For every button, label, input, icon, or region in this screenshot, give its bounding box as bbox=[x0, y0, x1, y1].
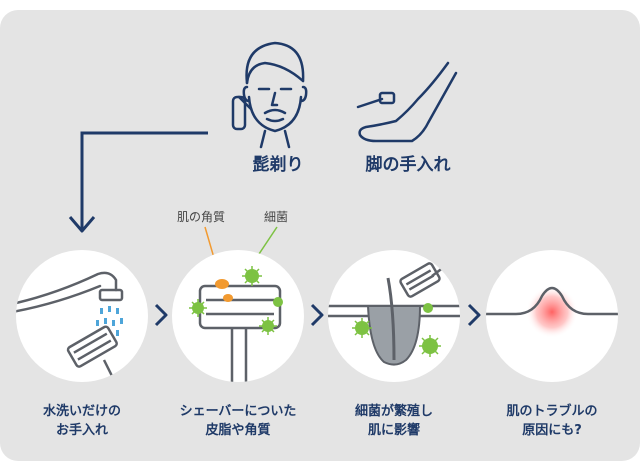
shave-label: 髭剃り bbox=[252, 155, 304, 175]
diagram-panel bbox=[0, 10, 640, 461]
step-1-line2: お手入れ bbox=[55, 423, 108, 438]
step-2-line1: シェーバーについた bbox=[179, 404, 297, 419]
step-4-line1: 肌のトラブルの bbox=[506, 404, 598, 419]
leg-care-label: 脚の手入れ bbox=[365, 155, 451, 175]
chevron-right-icon bbox=[310, 303, 324, 327]
step-1-label: 水洗いだけの お手入れ bbox=[16, 402, 148, 440]
step-4-label: 肌のトラブルの 原因にも? bbox=[482, 402, 622, 440]
leg-razor-icon bbox=[356, 61, 458, 143]
skin-redness-icon bbox=[486, 286, 618, 338]
step-3-label: 細菌が繁殖し 肌に影響 bbox=[328, 402, 460, 440]
follicle-bacteria-icon bbox=[328, 262, 460, 366]
step-2-label: シェーバーについた 皮脂や角質 bbox=[162, 402, 314, 440]
step-3-line2: 肌に影響 bbox=[367, 423, 420, 438]
step-1-circle bbox=[16, 250, 148, 382]
step-4-line2: 原因にも? bbox=[522, 423, 582, 438]
step-1-line1: 水洗いだけの bbox=[42, 404, 121, 419]
step-3-line1: 細菌が繁殖し bbox=[354, 404, 433, 419]
flow-arrow bbox=[68, 131, 208, 233]
bacteria-annotation: 細菌 bbox=[264, 210, 289, 224]
man-shaving-icon bbox=[231, 41, 308, 149]
step-4-circle bbox=[486, 250, 618, 382]
step-2-line2: 皮脂や角質 bbox=[205, 423, 271, 438]
step-3-circle bbox=[328, 250, 460, 382]
chevron-right-icon bbox=[467, 303, 481, 327]
skin-keratin-annotation: 肌の角質 bbox=[177, 210, 226, 224]
chevron-right-icon bbox=[154, 303, 168, 327]
step-2-circle bbox=[172, 250, 304, 382]
dirty-razor-icon bbox=[189, 266, 283, 382]
faucet-razor-icon bbox=[16, 271, 124, 382]
